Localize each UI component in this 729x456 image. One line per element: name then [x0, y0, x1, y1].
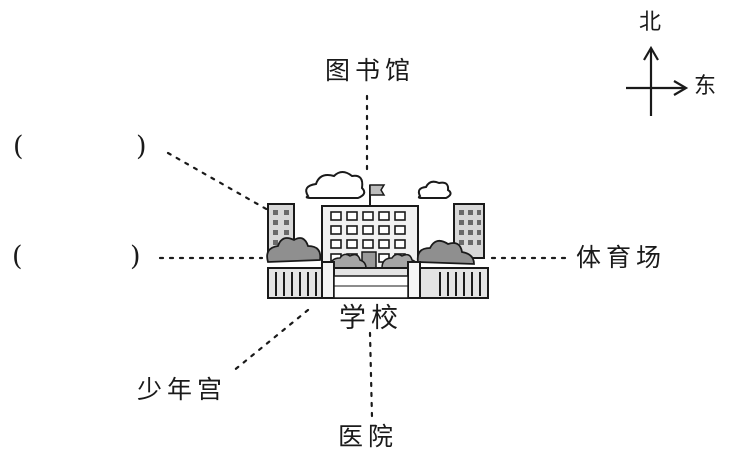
- school-building-illustration: [266, 171, 489, 299]
- compass-north-label: 北: [639, 10, 662, 35]
- compass: [626, 45, 689, 116]
- east-arrow-head: [673, 80, 689, 96]
- northwest-blank-open-paren: (: [13, 131, 24, 162]
- school-label: 学校: [339, 303, 403, 334]
- cloud-icon: [305, 171, 366, 199]
- flag-icon: [369, 184, 386, 196]
- compass-east-label: 东: [694, 74, 717, 99]
- library-label: 图书馆: [325, 56, 416, 85]
- south-dashed-line: [368, 331, 374, 420]
- west-blank-open-paren: (: [12, 241, 23, 272]
- west-blank-close-paren: ): [130, 241, 141, 272]
- southwest-dashed-line: [230, 308, 310, 374]
- northwest-dashed-line: [166, 151, 270, 212]
- youth-palace-label: 少年宫: [137, 375, 228, 404]
- north-arrow-head: [643, 45, 659, 61]
- hospital-label: 医院: [338, 422, 399, 451]
- stadium-label: 体育场: [576, 243, 667, 272]
- cloud-icon: [417, 180, 452, 199]
- northwest-blank-close-paren: ): [136, 131, 147, 162]
